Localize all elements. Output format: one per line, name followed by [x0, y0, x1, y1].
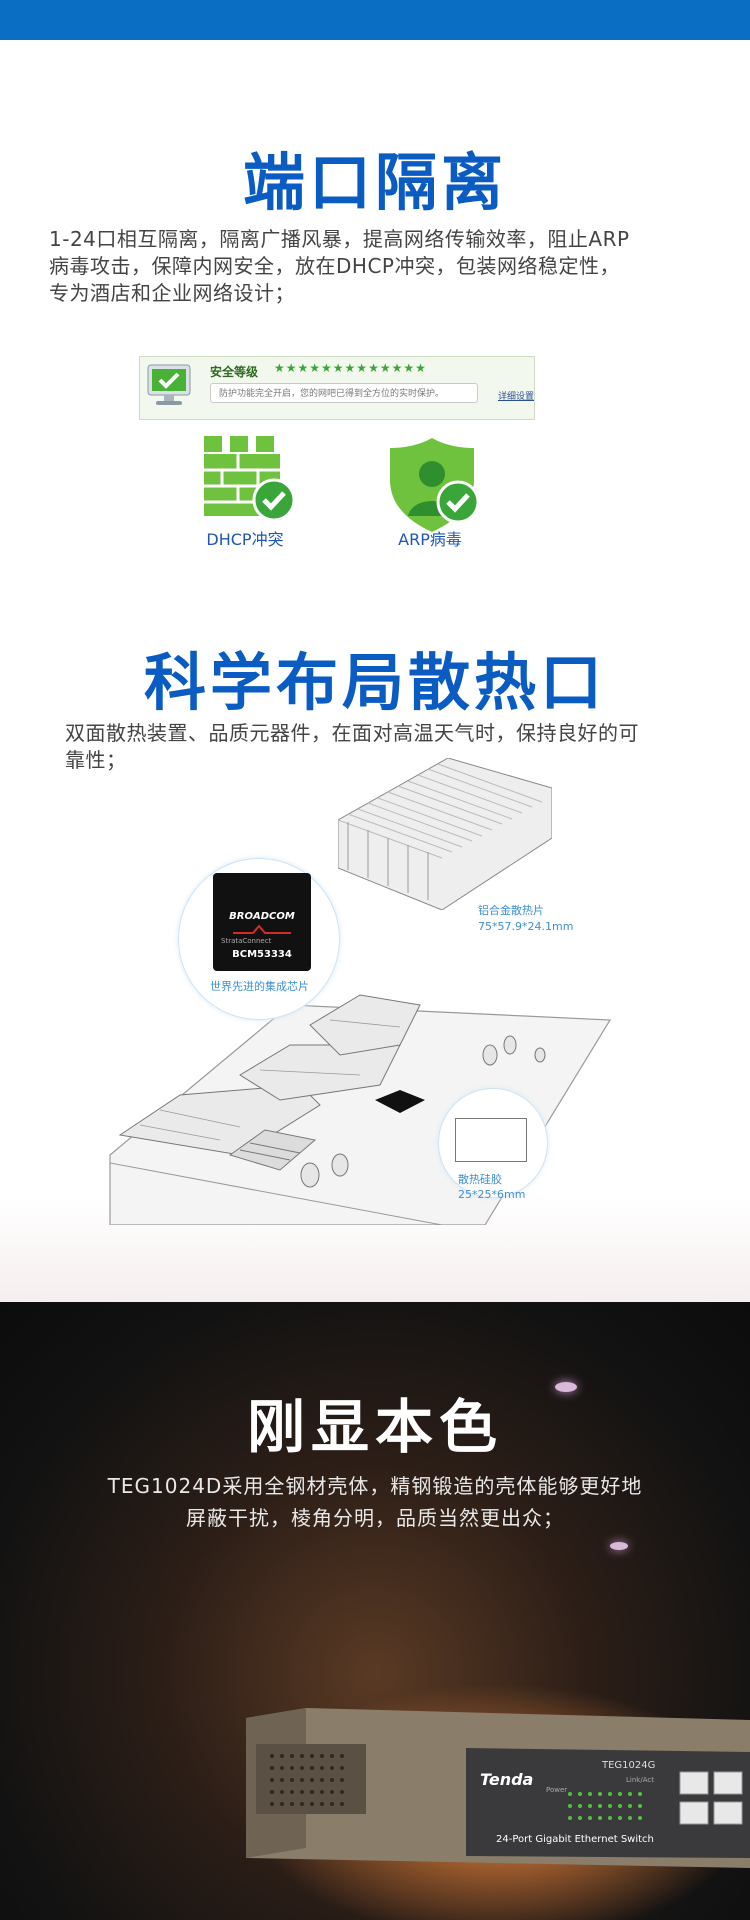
device-model: TEG1024G	[602, 1760, 656, 1771]
chip-image: BROADCOM StrataConnect BCM53334	[213, 873, 311, 971]
star-glow-2	[610, 1542, 628, 1550]
section2-text-line-1: 双面散热装置、品质元器件，在面对高温天气时，保持良好的可	[65, 721, 639, 745]
pad-name: 散热硅胶	[458, 1173, 502, 1186]
firewall-icon	[204, 436, 296, 522]
pad-image	[455, 1118, 527, 1162]
heatsink-illustration	[338, 758, 552, 910]
feature-label-arp: ARP病毒	[398, 530, 462, 549]
chip-sub: StrataConnect	[221, 937, 272, 945]
section-text-line-3: 专为酒店和企业网络设计；	[49, 281, 295, 305]
device-description: 24-Port Gigabit Ethernet Switch	[496, 1834, 654, 1845]
top-bar	[0, 0, 750, 40]
device-led-panel	[568, 1792, 642, 1820]
device-power-label: Power	[546, 1786, 568, 1794]
chip-model: BCM53334	[232, 949, 292, 960]
section3-text-line-1: TEG1024D采用全钢材壳体，精钢锻造的壳体能够更好地	[107, 1474, 643, 1498]
chip-wave-icon	[233, 925, 291, 934]
pad-dims: 25*25*6mm	[458, 1188, 526, 1201]
section-title-port-isolation: 端口隔离	[242, 146, 507, 219]
section-text-line-2: 病毒攻击，保障内网安全，放在DHCP冲突，包装网络稳定性，	[49, 254, 620, 278]
heatsink-name: 铝合金散热片	[478, 904, 544, 917]
heatsink-dims: 75*57.9*24.1mm	[478, 920, 574, 933]
monitor-check-icon	[147, 364, 191, 405]
security-panel: 安全等级 ★★★★★★★★★★★★★ 防护功能完全开启，您的网吧已得到全方位的实…	[139, 356, 535, 420]
security-status-text: 防护功能完全开启，您的网吧已得到全方位的实时保护。	[210, 383, 478, 403]
security-settings-link[interactable]: 详细设置	[498, 392, 535, 402]
shield-user-icon	[390, 438, 480, 532]
section-title-heat-dissipation: 科学布局散热口	[143, 646, 606, 719]
security-stars: ★★★★★★★★★★★★★	[274, 361, 427, 375]
section2-text-line-2: 靠性；	[65, 748, 127, 772]
device-link-label: Link/Act	[626, 1776, 654, 1784]
star-glow-1	[555, 1382, 577, 1392]
switch-body	[246, 1708, 750, 1868]
feature-label-dhcp: DHCP冲突	[206, 530, 284, 549]
ethernet-ports	[679, 1771, 743, 1825]
section-text-line-1: 1-24口相互隔离，隔离广播风暴，提高网络传输效率，阻止ARP	[49, 227, 630, 251]
chip-brand: BROADCOM	[229, 911, 295, 922]
vent-grille	[270, 1754, 344, 1806]
device-brand-logo: Tenda	[480, 1770, 534, 1789]
security-level-label: 安全等级	[210, 365, 259, 379]
section-title-steel: 刚显本色	[246, 1393, 503, 1461]
chip-caption: 世界先进的集成芯片	[210, 980, 309, 993]
section3-text-line-2: 屏蔽干扰，棱角分明，品质当然更出众；	[186, 1506, 564, 1530]
switch-device: Tenda TEG1024G Link/Act Power 24-Port Gi…	[246, 1708, 750, 1868]
